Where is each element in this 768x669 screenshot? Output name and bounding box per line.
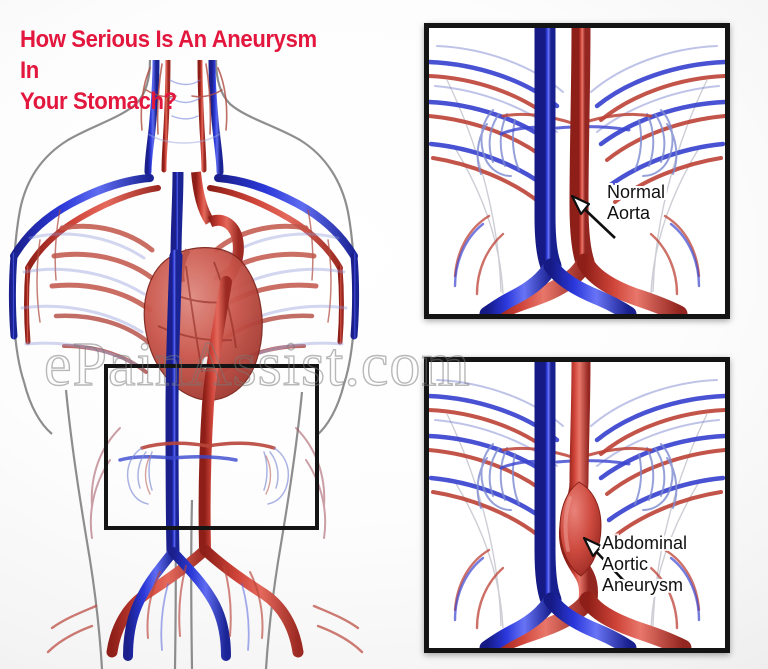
abdominal-vessels <box>46 249 364 661</box>
arm-vessels <box>9 174 359 345</box>
normal-aorta-vessel <box>569 28 595 272</box>
neck-vessels <box>140 60 228 176</box>
normal-aorta-panel <box>424 23 730 319</box>
inferior-vena-cava <box>534 362 562 611</box>
abdominal-aortic-aneurysm-panel <box>424 357 730 653</box>
normal-aorta-callout-label: Normal Aorta <box>607 182 666 223</box>
aneurysm-callout-label: Abdominal Aortic Aneurysm <box>602 533 688 595</box>
inferior-vena-cava <box>534 28 562 277</box>
callout-arrow-normal <box>570 194 616 239</box>
page-title: How Serious Is An Aneurysm In Your Stoma… <box>20 26 317 115</box>
body-figure <box>0 60 400 669</box>
abdomen-highlight-box <box>104 364 319 530</box>
callout-arrow-aneurysm <box>582 536 626 583</box>
